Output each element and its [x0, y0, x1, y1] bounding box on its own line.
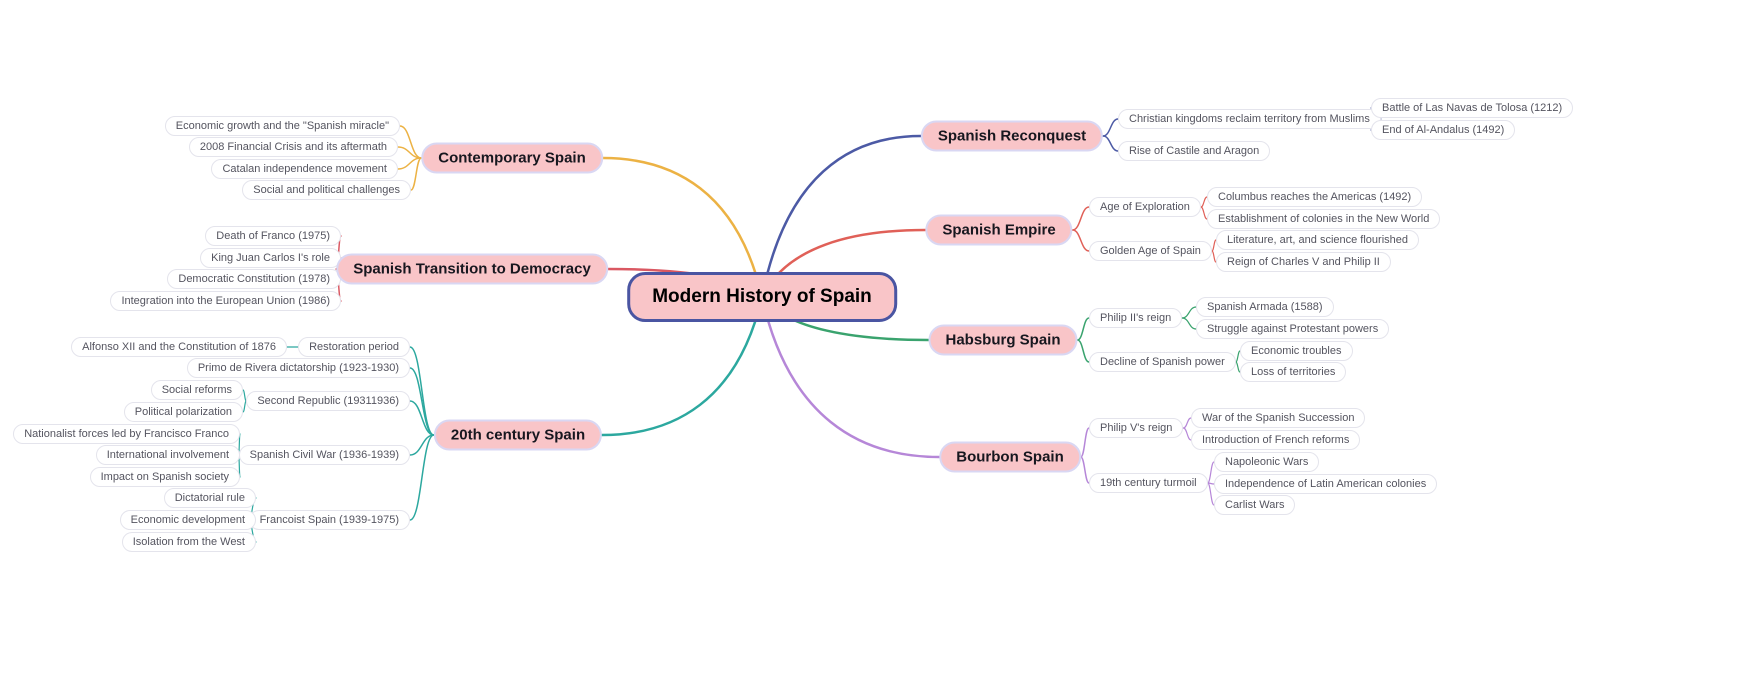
subtopic-node[interactable]: 19th century turmoil	[1089, 473, 1208, 493]
subtopic-node[interactable]: Age of Exploration	[1089, 197, 1201, 217]
subtopic-node[interactable]: King Juan Carlos I's role	[200, 248, 341, 268]
detail-node[interactable]: Impact on Spanish society	[89, 467, 240, 487]
connector-link	[1076, 317, 1090, 341]
connector-link	[1211, 250, 1217, 263]
subtopic-node[interactable]: Social and political challenges	[242, 180, 411, 200]
detail-node[interactable]: Introduction of French reforms	[1191, 430, 1361, 450]
topic-node-spanish-reconquest[interactable]: Spanish Reconquest	[920, 120, 1104, 152]
connector-link	[242, 400, 247, 413]
subtopic-node[interactable]: Democratic Constitution (1978)	[167, 269, 341, 289]
topic-node-contemporary-spain[interactable]: Contemporary Spain	[421, 142, 603, 174]
topic-node-spanish-empire[interactable]: Spanish Empire	[925, 214, 1073, 246]
detail-node[interactable]: Dictatorial rule	[163, 488, 256, 508]
detail-node[interactable]: Isolation from the West	[121, 532, 256, 552]
detail-node[interactable]: Political polarization	[123, 402, 243, 422]
connector-link	[1071, 229, 1090, 252]
detail-node[interactable]: Nationalist forces led by Francisco Fran…	[13, 424, 240, 444]
detail-node[interactable]: Struggle against Protestant powers	[1196, 319, 1390, 339]
connector-link	[1182, 417, 1192, 429]
connector-link	[760, 295, 941, 459]
topic-node-spanish-transition-to-democracy[interactable]: Spanish Transition to Democracy	[336, 253, 608, 285]
subtopic-node[interactable]: Christian kingdoms reclaim territory fro…	[1118, 109, 1381, 129]
topic-node-bourbon-spain[interactable]: Bourbon Spain	[939, 441, 1081, 473]
connector-link	[1181, 317, 1197, 330]
subtopic-node[interactable]: 2008 Financial Crisis and its aftermath	[188, 137, 398, 157]
detail-node[interactable]: Literature, art, and science flourished	[1216, 230, 1419, 250]
detail-node[interactable]: Carlist Wars	[1214, 495, 1296, 515]
detail-node[interactable]: Social reforms	[150, 380, 243, 400]
connector-link	[760, 134, 923, 299]
subtopic-node[interactable]: Rise of Castile and Aragon	[1118, 141, 1271, 161]
subtopic-node[interactable]: Economic growth and the "Spanish miracle…	[164, 116, 400, 136]
subtopic-node[interactable]: Philip II's reign	[1089, 308, 1183, 328]
connector-link	[1200, 206, 1208, 220]
connector-link	[1200, 196, 1208, 208]
detail-node[interactable]: End of Al-Andalus (1492)	[1371, 120, 1516, 140]
subtopic-node[interactable]: Golden Age of Spain	[1089, 241, 1212, 261]
connector-link	[1080, 427, 1090, 458]
connector-link	[409, 434, 435, 521]
detail-node[interactable]: Economic troubles	[1240, 341, 1353, 361]
detail-node[interactable]: Economic development	[119, 510, 256, 530]
subtopic-node[interactable]: Integration into the European Union (198…	[110, 291, 341, 311]
detail-node[interactable]: Reign of Charles V and Philip II	[1216, 252, 1391, 272]
connector-link	[1207, 482, 1215, 506]
topic-node-habsburg-spain[interactable]: Habsburg Spain	[928, 324, 1078, 356]
connector-link	[1207, 461, 1215, 484]
connector-link	[1080, 456, 1090, 484]
topic-node-20th-century-spain[interactable]: 20th century Spain	[433, 419, 603, 451]
connector-link	[1071, 206, 1090, 231]
central-topic-node[interactable]: Modern History of Spain	[627, 272, 897, 322]
connector-link	[1235, 361, 1241, 373]
detail-node[interactable]: Battle of Las Navas de Tolosa (1212)	[1371, 98, 1574, 118]
connector-link	[1181, 306, 1197, 319]
connector-link	[1102, 118, 1119, 137]
subtopic-node[interactable]: Death of Franco (1975)	[205, 226, 341, 246]
subtopic-node[interactable]: Primo de Rivera dictatorship (1923-1930)	[186, 358, 410, 378]
connector-link	[409, 400, 435, 436]
subtopic-node[interactable]: Francoist Spain (1939-1975)	[248, 510, 410, 530]
connector-link	[397, 157, 422, 170]
detail-node[interactable]: Establishment of colonies in the New Wor…	[1207, 209, 1441, 229]
subtopic-node[interactable]: Second Republic (19311936)	[246, 391, 410, 411]
connector-link	[409, 346, 435, 436]
detail-node[interactable]: International involvement	[95, 445, 240, 465]
subtopic-node[interactable]: Philip V's reign	[1089, 418, 1184, 438]
connector-link	[1182, 427, 1192, 441]
connector-link	[1076, 339, 1090, 363]
subtopic-node[interactable]: Catalan independence movement	[211, 159, 398, 179]
detail-node[interactable]: Alfonso XII and the Constitution of 1876	[71, 337, 287, 357]
detail-node[interactable]: War of the Spanish Succession	[1191, 408, 1366, 428]
subtopic-node[interactable]: Decline of Spanish power	[1089, 352, 1236, 372]
connector-link	[410, 157, 422, 191]
subtopic-node[interactable]: Restoration period	[298, 337, 410, 357]
detail-node[interactable]: Loss of territories	[1240, 362, 1347, 382]
connector-link	[601, 156, 764, 299]
detail-node[interactable]: Columbus reaches the Americas (1492)	[1207, 187, 1423, 207]
detail-node[interactable]: Spanish Armada (1588)	[1196, 297, 1334, 317]
detail-node[interactable]: Napoleonic Wars	[1214, 452, 1320, 472]
detail-node[interactable]: Independence of Latin American colonies	[1214, 474, 1438, 494]
connector-link	[600, 295, 764, 437]
connector-link	[1102, 135, 1119, 152]
subtopic-node[interactable]: Spanish Civil War (1936-1939)	[238, 445, 410, 465]
